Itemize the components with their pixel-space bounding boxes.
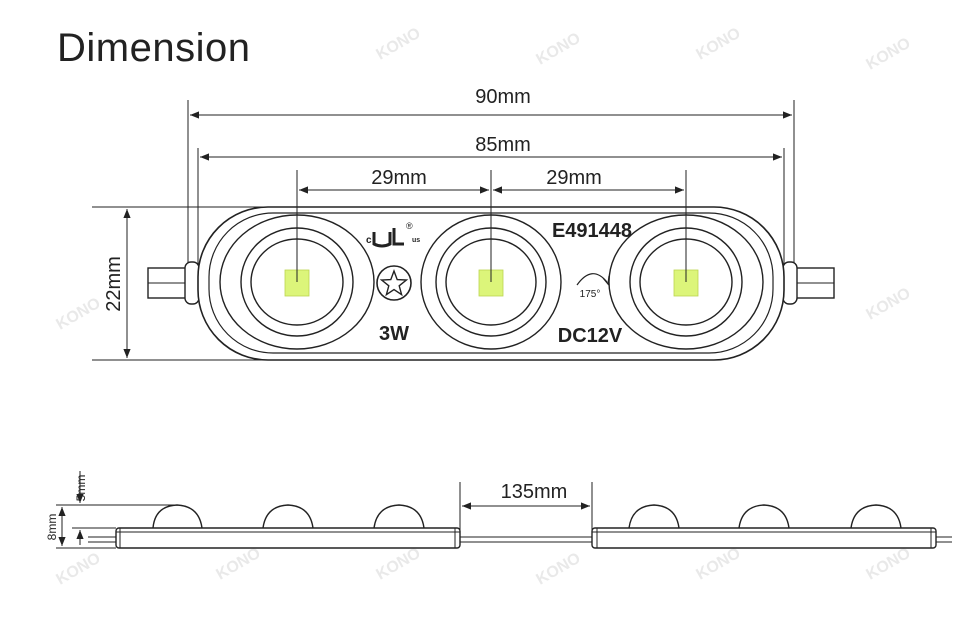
dim-total-thickness: 8mm	[45, 514, 59, 541]
watermark-text: KONO	[534, 30, 584, 69]
voltage-label: DC12V	[558, 325, 623, 347]
dim-module-spacing: 135mm	[501, 481, 568, 503]
dim-overall-length: 90mm	[475, 86, 531, 108]
dim-height: 22mm	[103, 256, 125, 312]
ul-mark: c us ®	[366, 221, 420, 248]
watermark-text: KONO	[374, 25, 424, 64]
ul-c-text: c	[366, 235, 372, 246]
side-view	[88, 504, 952, 549]
watermark-text: KONO	[534, 550, 584, 589]
dim-hole-spacing: 85mm	[475, 134, 531, 156]
watermark-text: KONO	[54, 295, 104, 334]
watermark-text: KONO	[864, 35, 914, 74]
dim-led-pitch-right: 29mm	[546, 167, 602, 189]
led-chips	[284, 269, 699, 297]
ul-us-text: us	[412, 237, 420, 244]
ul-registered-text: ®	[406, 221, 413, 231]
dim-lens-height: 5mm	[74, 475, 88, 502]
watermark-text: KONO	[54, 550, 104, 589]
power-label: 3W	[379, 323, 409, 345]
watermark-text: KONO	[864, 545, 914, 584]
certification-code: E491448	[552, 220, 632, 242]
watermark-text: KONO	[864, 285, 914, 324]
top-view	[92, 100, 835, 361]
page-title: Dimension	[57, 26, 251, 70]
star-icon	[376, 265, 412, 301]
watermark-text: KONO	[694, 25, 744, 64]
beam-angle-icon	[576, 273, 610, 286]
watermark-text: KONO	[374, 545, 424, 584]
side-dimension-lines	[56, 471, 593, 549]
watermark-text: KONO	[694, 545, 744, 584]
beam-angle-label: 175°	[580, 289, 601, 300]
led-centerlines	[296, 170, 687, 282]
dimension-lines	[123, 111, 792, 358]
watermark-text: KONO	[214, 545, 264, 584]
dim-led-pitch-left: 29mm	[371, 167, 427, 189]
